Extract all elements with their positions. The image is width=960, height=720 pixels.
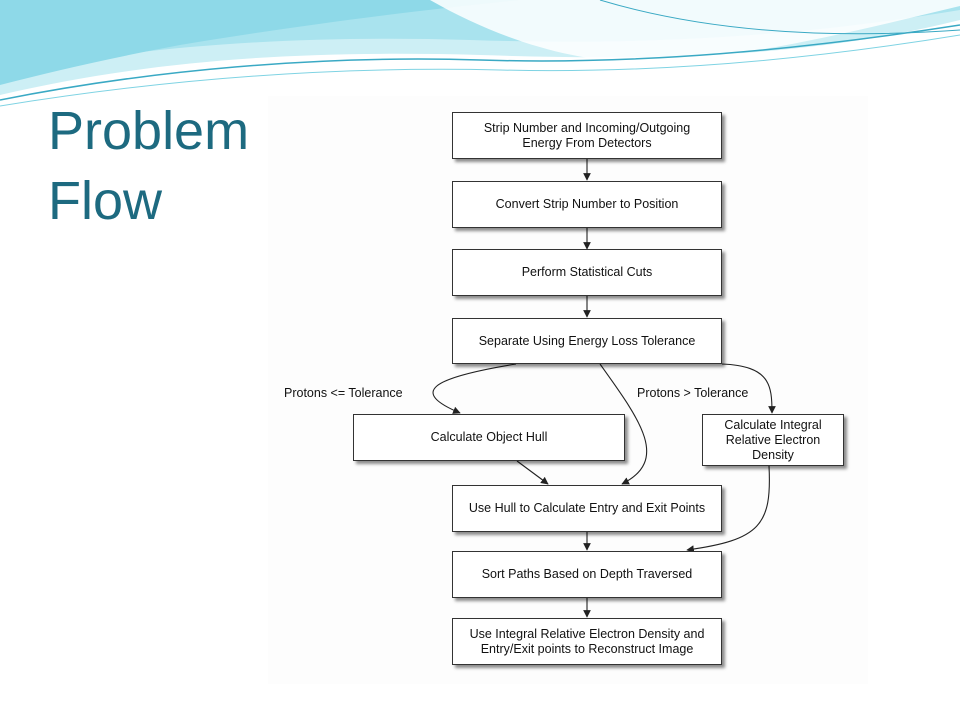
node-entry-exit: Use Hull to Calculate Entry and Exit Poi… <box>452 485 722 532</box>
node-convert-position: Convert Strip Number to Position <box>452 181 722 228</box>
edge-separate-to-entry-exit <box>599 363 648 485</box>
edge-separate-to-density <box>721 363 776 414</box>
edge-label-low-tolerance: Protons <= Tolerance <box>284 386 403 400</box>
node-input-energy: Strip Number and Incoming/Outgoing Energ… <box>452 112 722 159</box>
edge-hull-to-entry-exit <box>516 460 549 485</box>
edge-separate-to-hull <box>432 363 517 414</box>
header-wave-decoration <box>0 0 960 107</box>
edge-label-high-tolerance: Protons > Tolerance <box>637 386 749 400</box>
node-sort-paths: Sort Paths Based on Depth Traversed <box>452 551 722 598</box>
node-reconstruct-image: Use Integral Relative Electron Density a… <box>452 618 722 665</box>
node-object-hull: Calculate Object Hull <box>353 414 625 461</box>
node-statistical-cuts: Perform Statistical Cuts <box>452 249 722 296</box>
node-separate-tolerance: Separate Using Energy Loss Tolerance <box>452 318 722 364</box>
slide-title: Problem Flow <box>48 96 278 236</box>
slide-title-line2: Flow <box>48 171 163 231</box>
node-electron-density: Calculate Integral Relative Electron Den… <box>702 414 844 466</box>
edge-density-to-sort <box>686 465 770 553</box>
slide-title-line1: Problem <box>48 101 250 161</box>
